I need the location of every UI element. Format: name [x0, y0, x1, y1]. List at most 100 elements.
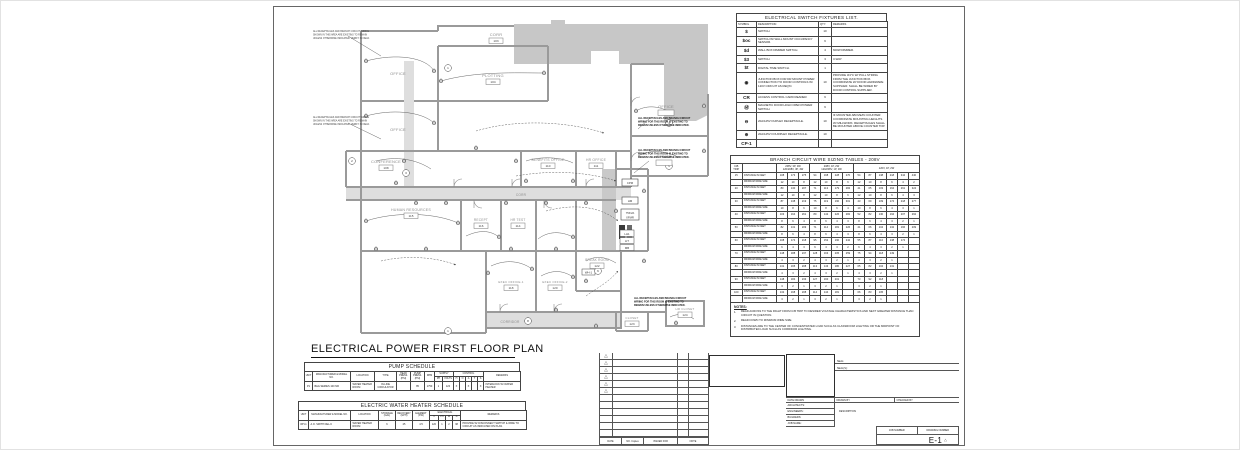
- room-number: 104: [490, 80, 495, 84]
- room-name: PLOTTING: [482, 73, 504, 78]
- col-header: UNIT: [304, 370, 313, 383]
- room-name: HR OFFICE: [586, 158, 607, 162]
- table-cell: PROVIDE 3/4"C W/ PULL STRING FROM THE JU…: [831, 72, 888, 95]
- table-cell: B&G SERIES 100 NFI: [312, 381, 351, 392]
- table-cell: [831, 129, 888, 140]
- room-name: CONFERENCE: [371, 159, 401, 164]
- table-cell: 1: [841, 269, 854, 278]
- keynote: 8: [527, 319, 529, 323]
- col-group-header: 120V, 1P, 2W: [852, 162, 921, 174]
- existing-building-mass: [514, 20, 708, 121]
- group-label: 208V, 1P, 2W: [823, 165, 840, 168]
- note-number: 2.: [734, 319, 737, 324]
- table-cell: DIGITAL TIME SWITCH.: [756, 63, 819, 74]
- room-name: HR TEST: [511, 218, 526, 222]
- room-number: 120: [552, 286, 557, 290]
- table-cell: A.O. SMITH DEL-6: [308, 419, 351, 430]
- room-name: BREAK ROOM: [585, 258, 609, 262]
- table-cell: 1750: [424, 381, 435, 392]
- plan-notes: ALL RECEPTACLES AND BRANCH CIRCUIT WIRIN…: [313, 30, 691, 307]
- col-group-header: 208V, 3P, 3W 120/208V, 3P, 4W: [776, 162, 810, 174]
- keynote: 3: [405, 171, 407, 175]
- table-cell: P1: [304, 381, 313, 392]
- col-header: REMARKS: [831, 21, 888, 28]
- table-cell: 1: [438, 419, 446, 430]
- revision-triangle-icon: △: [944, 438, 947, 442]
- table-cell: [831, 102, 888, 114]
- table-cell: ⊖: [736, 112, 757, 131]
- area-note-line: ALL RECEPTACLES AND BRANCH CIRCUIT WIRIN…: [313, 116, 369, 119]
- table-cell: ◉: [736, 72, 757, 95]
- table-cell: 3: [776, 295, 789, 303]
- water-heater-schedule-title: ELECTRIC WATER HEATER SCHEDULE: [298, 401, 526, 410]
- group-label: 120/208V, 3P, 4W: [782, 168, 804, 172]
- col-header: UNIT: [298, 410, 309, 421]
- table-cell: [907, 275, 921, 284]
- col-header: RPM: [424, 370, 435, 383]
- table-cell: 1: [830, 295, 843, 303]
- table-cell: [831, 27, 888, 37]
- col-header: MANUFACTURER & MODEL NO.: [308, 410, 351, 421]
- table-cell: 227: [841, 262, 854, 271]
- table-cell: 600W DIMMER.: [831, 45, 888, 56]
- note-number: 3.: [734, 324, 737, 329]
- issue-col-label: ISSUED FOR: [644, 437, 678, 445]
- col-header: PUMP PRESS. (PSI): [410, 370, 425, 383]
- panel-symbols: CPM HM 75KVA XFMR LH1 LIT MB WH-1: [581, 178, 640, 276]
- table-cell: 85: [410, 381, 425, 392]
- table-row: ◉JUNCTION BOX FOR DR MOUNT POWER CONNECT…: [736, 72, 888, 95]
- room-note-line: REMAIN UNLESS OTHERWISE INDICATED.: [634, 304, 686, 307]
- table-cell: 3: [852, 295, 865, 303]
- table-cell: 1: [841, 256, 854, 265]
- room-note-line: ALL RECEPTACLES AND BRANCH CIRCUIT: [638, 117, 691, 120]
- issue-log-header: DATE NO. Copies ISSUED FOR NOTE: [599, 437, 709, 445]
- drawn-by-label: DRAWN BY: [835, 397, 895, 403]
- room-number: 103: [493, 39, 498, 43]
- col-header: REMARKS: [460, 410, 527, 421]
- table-cell: [396, 381, 411, 392]
- table-cell: [841, 275, 854, 284]
- table-cell: IF MOUNTED ABOVE/IN COUNTER: COORDINATE …: [831, 112, 888, 131]
- col-header: C/B TRIP: [730, 162, 743, 174]
- room-note-line: WIRING FOR THIS ROOM IS EXISTING TO: [638, 152, 688, 155]
- table-cell: [907, 282, 921, 290]
- table-cell: 1: [874, 295, 887, 303]
- col-header: MANUFACTURER & MODEL NO.: [312, 370, 351, 383]
- table-cell: $d: [736, 45, 757, 56]
- revision-triangle-icon: △: [604, 359, 608, 365]
- room-name: HR CLOSET: [676, 307, 695, 311]
- pump-schedule: PUMP SCHEDULE UNIT MANUFACTURER & MODEL …: [304, 362, 522, 392]
- table-cell: 38: [452, 419, 461, 430]
- table-cell: 4.5: [412, 419, 430, 430]
- revision-triangle-icon: △: [604, 352, 608, 358]
- room-number: 114: [516, 224, 521, 228]
- table-cell: [730, 295, 743, 303]
- table-cell: 10: [818, 72, 832, 95]
- issue-col-label: NOTE: [678, 437, 709, 445]
- col-header: RECOVERY (GPH): [395, 410, 413, 421]
- plan-title: ELECTRICAL POWER FIRST FLOOR PLAN: [311, 343, 543, 358]
- table-cell: MINIMUM WIRE SIZE: [741, 295, 778, 303]
- table-cell: 4: [818, 45, 832, 56]
- room-name: CORR: [516, 193, 527, 197]
- corridor-shading: [346, 61, 631, 328]
- room-name: EXEC OFFICE-1: [498, 280, 523, 284]
- pump-schedule-title: PUMP SCHEDULE: [304, 362, 520, 371]
- room-note-line: WIRING FOR THIS ROOM IS EXISTING TO: [634, 300, 684, 303]
- drawing-number-label: DRAWING NUMBER: [917, 427, 958, 435]
- drawing-number-block: JOB NUMBER DRAWING NUMBER E-1 △: [876, 426, 959, 445]
- table-cell: 208: [798, 288, 810, 297]
- table-cell: 2: [819, 295, 832, 303]
- table-cell: JUNCTION BOX FOR DR MOUNT POWER CONNECTI…: [756, 72, 819, 95]
- table-cell: SWITCH.: [756, 54, 819, 65]
- table-cell: WH-1: [298, 419, 309, 430]
- table-cell: 25: [395, 419, 413, 430]
- checked-by-label: CHECKED BY: [896, 398, 913, 402]
